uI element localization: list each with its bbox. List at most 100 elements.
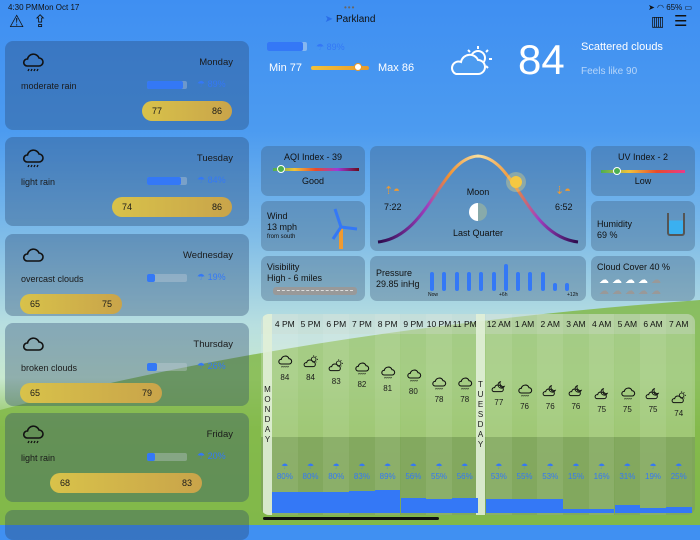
location-name: Parkland <box>335 14 376 25</box>
umbrella-icon: ☂ <box>197 175 206 185</box>
pressure-bar <box>540 272 545 291</box>
wind-direction: from south <box>267 234 296 240</box>
precip-bar <box>147 274 187 282</box>
hour-column[interactable]: 8 PM 81 ☂ 89% <box>374 314 401 515</box>
pressure-bar <box>442 272 447 291</box>
partly-cloudy-night-icon <box>540 383 560 399</box>
map-icon[interactable]: ▥ <box>651 13 665 29</box>
umbrella-icon: ☂ <box>197 272 206 282</box>
precip-fill <box>563 509 589 513</box>
day-description: light rain <box>21 453 56 463</box>
precip-fill <box>323 492 350 513</box>
hour-column[interactable]: 6 PM 83 ☂ 80% <box>323 314 350 515</box>
precip-fill <box>511 498 538 513</box>
hour-column[interactable]: 11 PM 78 ☂ 56% <box>451 314 478 515</box>
hour-temp: 84 <box>280 373 290 382</box>
hour-label: 11 PM <box>452 319 477 329</box>
precip-value: 26% <box>207 361 226 371</box>
hour-column[interactable]: 3 AM 76 ☂ 15% <box>563 314 589 515</box>
high-temp: 75 <box>101 299 112 309</box>
pressure-title: Pressure <box>376 268 413 278</box>
hour-precip: 53% <box>542 472 559 481</box>
horizontal-scrollbar[interactable] <box>263 517 439 520</box>
hour-column[interactable]: 1 AM 76 ☂ 55% <box>511 314 538 515</box>
rain-cloud-icon <box>378 365 398 381</box>
road-icon <box>273 287 357 295</box>
uv-panel[interactable]: UV Index - 2 Low <box>591 146 695 196</box>
hour-precip: 80% <box>328 472 345 481</box>
hour-label: 7 PM <box>352 319 372 329</box>
alert-icon[interactable]: ⚠ <box>9 12 25 31</box>
hour-column[interactable]: 7 PM 82 ☂ 83% <box>349 314 375 515</box>
umbrella-icon: ☂ <box>197 361 206 371</box>
aqi-title: AQI Index - 39 <box>283 152 343 162</box>
hour-label: 9 PM <box>403 319 424 329</box>
pressure-tick: +12h <box>567 292 579 298</box>
partly-cloudy-night-icon <box>489 379 509 395</box>
hour-precip: 83% <box>353 472 370 481</box>
visibility-panel[interactable]: Visibility High - 6 miles <box>261 256 365 301</box>
hour-label: 4 PM <box>274 319 295 329</box>
humidity-panel[interactable]: Humidity 69 % <box>591 201 695 251</box>
precip-fill <box>640 508 666 513</box>
hour-column[interactable]: 4 AM 75 ☂ 16% <box>588 314 615 515</box>
hour-column[interactable]: 7 AM 74 ☂ 25% <box>665 314 692 515</box>
hour-temp: 82 <box>357 380 367 390</box>
hour-label: 5 AM <box>617 319 638 329</box>
high-temp: 79 <box>141 388 152 398</box>
hour-column[interactable]: 10 PM 78 ☂ 55% <box>426 314 452 515</box>
location-title[interactable]: ➤Parkland <box>0 14 700 25</box>
low-temp: 68 <box>60 478 71 488</box>
umbrella-icon: ☂ <box>358 462 366 471</box>
current-precip: ☂ 89% <box>316 42 345 52</box>
share-icon[interactable]: ⇪ <box>33 12 48 31</box>
umbrella-icon: ☂ <box>546 462 554 471</box>
pressure-panel[interactable]: Pressure 29.85 inHg Now +6h +12h <box>370 256 586 301</box>
wind-panel[interactable]: Wind 13 mph from south <box>261 201 365 251</box>
water-glass-icon <box>667 213 685 236</box>
current-precip-bar <box>267 42 307 51</box>
pressure-bar <box>430 272 434 291</box>
hour-column[interactable]: 4 PM 84 ☂ 80% <box>272 314 298 515</box>
hour-temp: 81 <box>383 383 393 393</box>
hour-column[interactable]: 5 AM 75 ☂ 31% <box>614 314 641 515</box>
hour-precip: 56% <box>405 472 422 481</box>
hour-temp: 78 <box>434 394 444 404</box>
hour-temp: 83 <box>331 376 341 386</box>
multitask-dots[interactable]: ••• <box>344 3 356 12</box>
precip-bar <box>147 81 187 89</box>
cloud-cover-panel[interactable]: Cloud Cover 40 % ☁☁☁☁☁☁☁☁☁☁ <box>591 256 695 301</box>
menu-icon[interactable]: ☰ <box>674 13 688 30</box>
sun-arc <box>377 154 579 244</box>
hour-column[interactable]: 5 PM 84 ☂ 80% <box>297 314 324 515</box>
umbrella-icon: ☂ <box>598 462 606 471</box>
partly-sunny-icon <box>669 390 689 406</box>
hour-temp: 80 <box>408 387 418 397</box>
hour-column[interactable]: 2 AM 76 ☂ 53% <box>537 314 564 515</box>
sun-moon-panel[interactable]: ⇡◓ 7:22 ⇣◓ 6:52 Moon Last Quarter <box>370 146 586 251</box>
cloud-cover-icons: ☁☁☁☁☁☁☁☁☁☁ <box>599 275 664 297</box>
hour-column[interactable]: 6 AM 75 ☂ 19% <box>640 314 666 515</box>
hour-temp: 76 <box>520 401 529 411</box>
uv-scale <box>601 167 685 175</box>
precip-fill <box>537 499 564 513</box>
daily-card[interactable] <box>5 510 249 540</box>
min-temp: Min 77 <box>269 62 303 74</box>
umbrella-icon: ☂ <box>520 462 529 471</box>
pressure-value: 29.85 inHg <box>376 279 420 289</box>
hour-column[interactable]: 9 PM 80 ☂ 56% <box>400 314 427 515</box>
hour-column[interactable]: 12 AM 77 ☂ 53% <box>486 314 512 515</box>
umbrella-icon: ☂ <box>461 462 469 471</box>
cloud-icon <box>21 333 45 357</box>
hour-label: 4 AM <box>591 319 612 329</box>
partly-cloudy-night-icon <box>643 386 663 402</box>
precip-chance: ☂ 26% <box>197 361 226 372</box>
aqi-panel[interactable]: AQI Index - 39 Good <box>261 146 365 196</box>
